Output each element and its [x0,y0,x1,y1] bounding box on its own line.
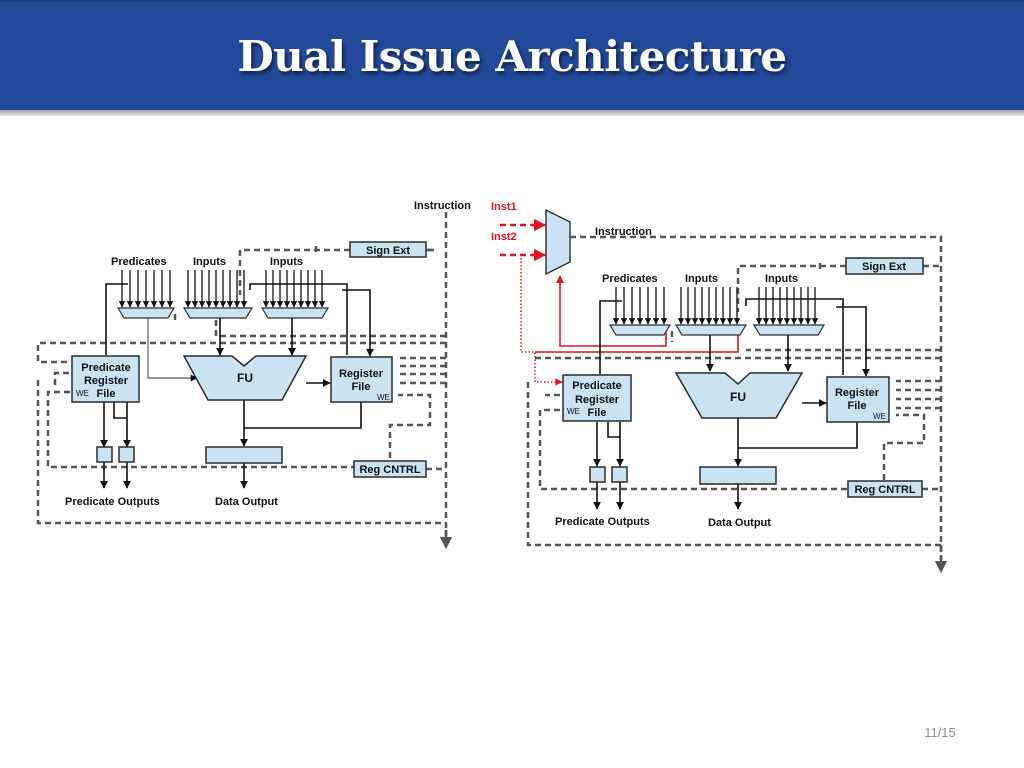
inputs-label-1: Inputs [193,256,226,268]
input-mux-2 [260,307,330,319]
pred-rf-line1: Predicate [81,362,131,374]
pred-rf-we: WE [76,389,89,398]
data-output-label: Data Output [215,496,278,508]
reg-file-line2: File [352,381,371,393]
reg-file-we: WE [873,412,886,421]
reg-file-line1: Register [835,387,880,399]
data-out-reg [699,466,777,485]
pred-rf-line3: File [588,407,607,419]
reg-file-line1: Register [339,368,384,380]
sign-ext-label: Sign Ext [862,261,906,273]
pred-rf-line1: Predicate [572,380,622,392]
sign-ext-block [349,241,427,258]
predicates-label: Predicates [111,256,167,268]
fu-block [674,372,804,419]
pred-outputs-label: Predicate Outputs [555,516,650,528]
pred-rf-line2: Register [575,394,620,406]
inst2-label: Inst2 [491,231,517,243]
input-mux-2 [752,324,826,336]
input-mux-1 [674,324,748,336]
sign-ext-label: Sign Ext [366,245,410,257]
title-bar: Dual Issue Architecture [0,0,1024,110]
pred-rf-line2: Register [84,375,129,387]
reg-file-line2: File [848,400,867,412]
slide-title: Dual Issue Architecture [237,32,787,81]
reg-cntrl-label: Reg CNTRL [359,464,420,476]
pred-out-reg-2 [611,466,628,483]
reg-file-we: WE [377,393,390,402]
predicate-mux [116,307,176,319]
pred-rf-line3: File [97,388,116,400]
fu-block [182,355,308,401]
fu-label: FU [237,371,253,385]
predicate-register-file [71,355,140,403]
pred-rf-we: WE [567,407,580,416]
register-file [330,356,393,403]
inputs-label-2: Inputs [765,273,798,285]
single-issue-diagram: Instruction Predicates Inputs Inputs [36,200,471,550]
inst1-label: Inst1 [491,201,517,213]
predicates-label: Predicates [602,273,658,285]
pred-out-reg-1 [589,466,606,483]
instruction-label: Instruction [414,200,471,212]
pred-out-reg-2 [118,446,135,463]
reg-cntrl-block [847,480,923,498]
reg-cntrl-block [353,460,427,478]
inputs-label-2: Inputs [270,256,303,268]
input-mux-1 [182,307,254,319]
register-file [826,376,890,423]
fu-label: FU [730,390,746,404]
page-number: 11/15 [924,725,956,740]
inputs-label-1: Inputs [685,273,718,285]
dual-issue-diagram: Inst1 Inst2 Instruction Predicates Input… [491,201,948,574]
pred-out-reg-1 [96,446,113,463]
instruction-label: Instruction [595,226,652,238]
sign-ext-block [845,257,924,275]
data-out-reg [205,446,283,464]
data-output-label: Data Output [708,517,771,529]
predicate-register-file [562,374,632,422]
reg-cntrl-label: Reg CNTRL [854,484,915,496]
pred-outputs-label: Predicate Outputs [65,496,160,508]
predicate-mux [608,324,672,336]
instruction-select-mux [545,208,571,276]
title-bar-shadow [0,110,1024,116]
